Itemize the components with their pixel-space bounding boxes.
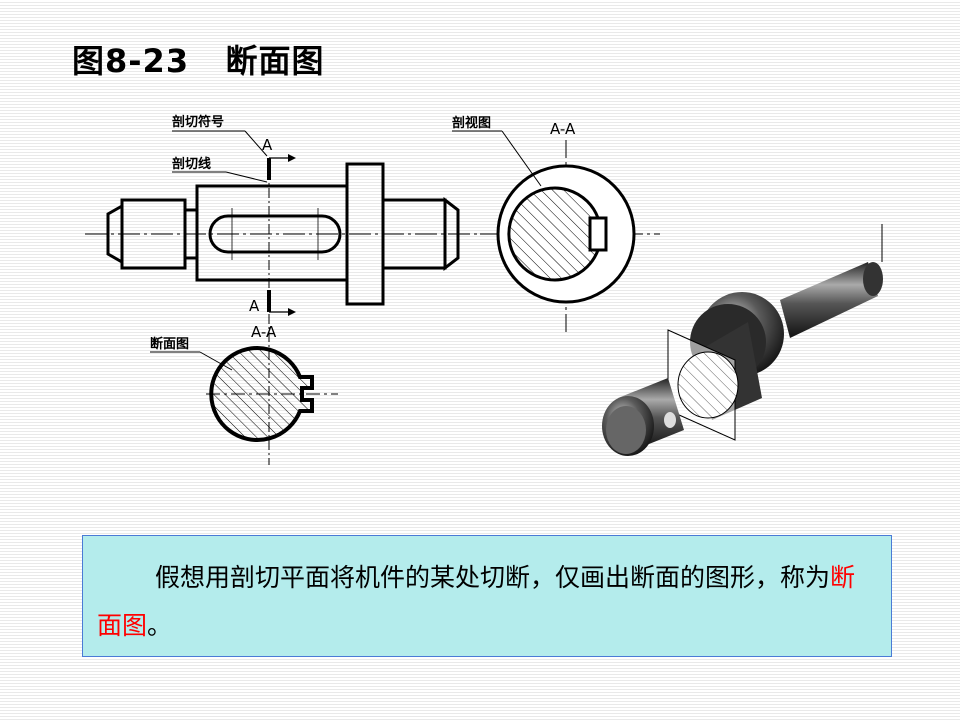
- label-cut-line: 剖切线: [172, 156, 211, 172]
- cut-letter-bottom: A: [249, 297, 260, 315]
- description-highlight: 断面图: [97, 563, 856, 640]
- description-end: 。: [147, 611, 173, 640]
- description-box: 假想用剖切平面将机件的某处切断，仅画出断面的图形，称为断面图。: [82, 535, 892, 657]
- shaft-3d-illustration: [602, 224, 883, 456]
- shaft-front-view: [85, 154, 478, 465]
- section-drawing-name: A-A: [251, 323, 277, 341]
- label-section-view: 剖视图: [452, 115, 491, 131]
- label-cut-symbol: 剖切符号: [172, 114, 224, 130]
- section-view-diagram: [480, 140, 660, 334]
- section-drawing-diagram: [206, 346, 338, 442]
- slide-title: 图8-23 断面图: [72, 42, 325, 80]
- cut-letter-top: A: [262, 136, 273, 154]
- label-section-drawing: 断面图: [150, 336, 189, 352]
- section-view-name: A-A: [550, 120, 576, 138]
- description-text: 假想用剖切平面将机件的某处切断，仅画出断面的图形，称为: [155, 563, 831, 592]
